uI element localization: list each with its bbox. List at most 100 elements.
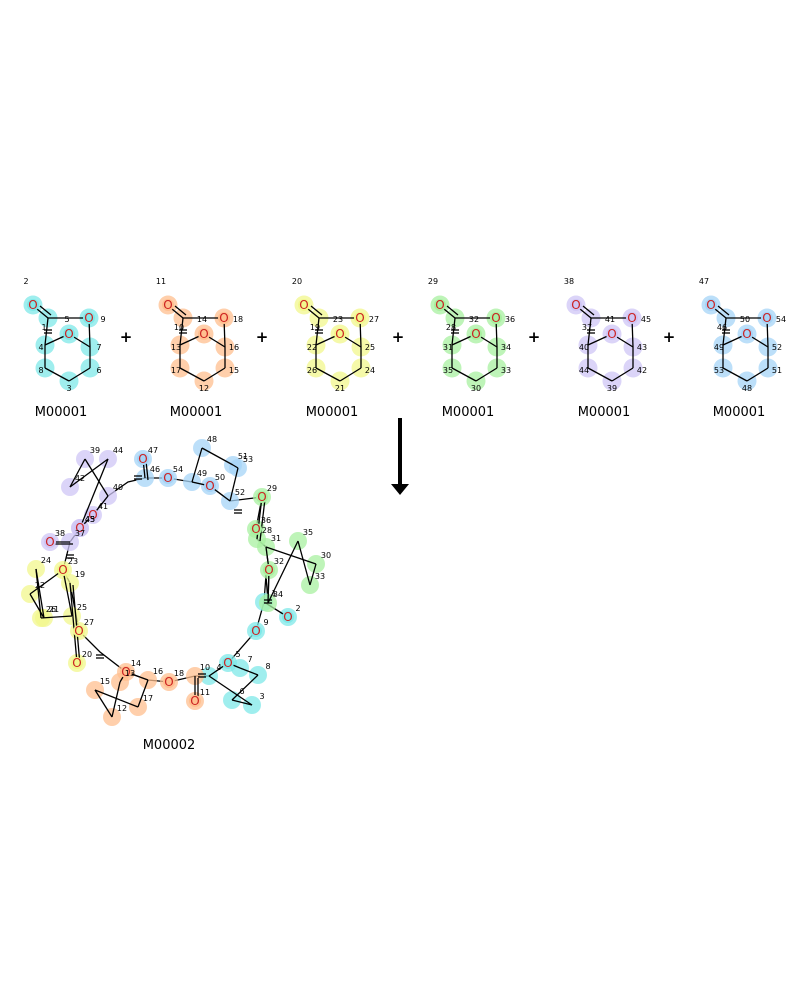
atom-index-label: 54 <box>173 465 183 474</box>
product-polymer-ring: OOO124536789OOO101113141215161718OOO1920… <box>21 435 331 753</box>
oxygen-symbol: O <box>471 327 480 341</box>
plus-sign: + <box>663 328 676 346</box>
oxygen-atom <box>120 666 132 678</box>
bond <box>315 317 320 346</box>
bond <box>239 667 259 676</box>
bond <box>746 367 769 382</box>
atom-index-label: 36 <box>261 516 271 525</box>
atom-index-label: 33 <box>501 366 511 375</box>
atom-index-label: 41 <box>98 502 108 511</box>
atom-index-label: 47 <box>699 277 709 286</box>
bond <box>475 367 498 382</box>
oxygen-symbol: O <box>491 311 500 325</box>
oxygen-symbol: O <box>219 311 228 325</box>
atom-index-label: 26 <box>307 366 317 375</box>
bond <box>722 317 727 346</box>
oxygen-atom <box>27 299 39 311</box>
oxygen-symbol: O <box>299 298 308 312</box>
oxygen-symbol: O <box>190 694 199 708</box>
oxygen-atom <box>334 328 346 340</box>
atom-index-label: 15 <box>229 366 239 375</box>
atom-index-label: 31 <box>443 343 453 352</box>
atom-index-label: 45 <box>641 315 651 324</box>
atom-index-label: 17 <box>171 366 181 375</box>
atom-index-label: 26 <box>46 605 56 614</box>
atom-index-label: 46 <box>150 465 160 474</box>
atom-index-label: 36 <box>505 315 515 324</box>
atom-index-label: 20 <box>82 650 92 659</box>
atom-index-label: 25 <box>365 343 375 352</box>
atom-index-label: 20 <box>292 277 302 286</box>
atom-index-label: 53 <box>714 366 724 375</box>
oxygen-atom <box>626 312 638 324</box>
monomer-name: M00001 <box>306 405 359 420</box>
atom-index-label: 28 <box>262 526 272 535</box>
atom-index-label: 41 <box>605 315 615 324</box>
bond <box>722 367 748 382</box>
plus-sign: + <box>120 328 133 346</box>
atom-index-label: 39 <box>90 446 100 455</box>
monomer-name: M00001 <box>170 405 223 420</box>
oxygen-symbol: O <box>706 298 715 312</box>
bond <box>714 308 727 319</box>
bond <box>231 674 259 701</box>
atom-index-label: 30 <box>471 384 481 393</box>
atom-index-label: 6 <box>239 687 244 696</box>
atom-index-label: 50 <box>215 473 225 482</box>
bond <box>40 615 73 619</box>
atom-index-label: 21 <box>335 384 345 393</box>
bond <box>259 498 266 542</box>
oxygen-atom <box>354 312 366 324</box>
bond <box>145 460 149 481</box>
bond <box>208 675 253 706</box>
bond <box>307 308 320 319</box>
oxygen-atom <box>57 564 69 576</box>
bond <box>39 305 52 316</box>
atom-index-label: 49 <box>714 343 724 352</box>
atom-index-label: 32 <box>274 557 284 566</box>
bond <box>229 467 239 502</box>
oxygen-symbol: O <box>84 311 93 325</box>
oxygen-symbol: O <box>28 298 37 312</box>
bond <box>443 308 456 319</box>
atom-index-label: 29 <box>267 484 277 493</box>
atom-index-label: 8 <box>38 366 43 375</box>
oxygen-symbol: O <box>283 610 292 624</box>
atom-index-label: 52 <box>235 488 245 497</box>
atom-index-label: 9 <box>263 618 268 627</box>
oxygen-symbol: O <box>164 675 173 689</box>
atom-index-label: 3 <box>66 384 71 393</box>
atom-index-label: 40 <box>113 483 123 492</box>
atom-index-label: 23 <box>68 557 78 566</box>
atom-index-label: 9 <box>100 315 105 324</box>
atom-index-label: 44 <box>579 366 589 375</box>
atom-index-label: 14 <box>197 315 207 324</box>
bond <box>72 584 81 666</box>
atom-index-label: 32 <box>469 315 479 324</box>
atom-index-label: 22 <box>35 581 45 590</box>
atom-index-label: 5 <box>64 315 69 324</box>
atom-index-label: 13 <box>125 669 135 678</box>
bond <box>29 593 45 619</box>
atom-index-label: 50 <box>740 315 750 324</box>
oxygen-atom <box>606 328 618 340</box>
atom-index-label: 4 <box>38 343 43 352</box>
oxygen-symbol: O <box>75 521 84 535</box>
bond <box>582 305 595 316</box>
atom-index-label: 30 <box>321 551 331 560</box>
atom-index-label: 51 <box>772 366 782 375</box>
atom-index-label: 49 <box>197 469 207 478</box>
atom-index-label: 37 <box>75 529 85 538</box>
oxygen-atom <box>298 299 310 311</box>
atom-index-label: 4 <box>216 663 221 672</box>
atom-index-label: 47 <box>148 446 158 455</box>
monomer-name: M00001 <box>713 405 766 420</box>
oxygen-atom <box>71 657 83 669</box>
atom-index-label: 23 <box>333 315 343 324</box>
bond <box>62 569 73 617</box>
